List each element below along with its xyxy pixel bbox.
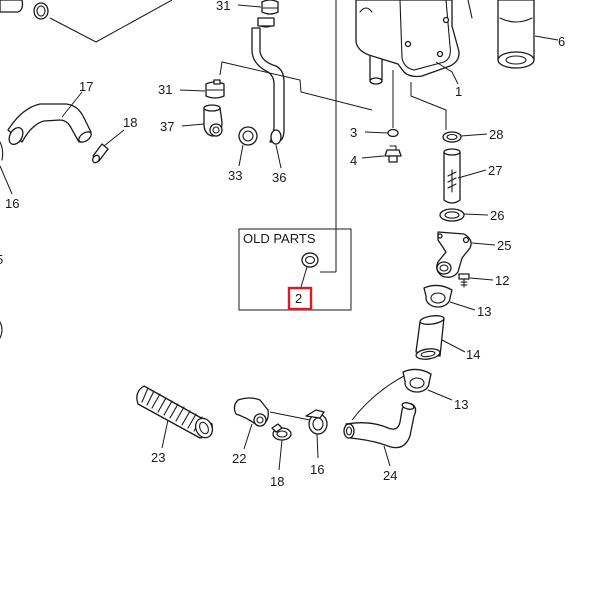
part-18-fitting-upper	[91, 143, 109, 164]
part-24-bent-hose	[343, 402, 417, 449]
leader-13-lower	[427, 389, 453, 401]
leader-17	[61, 91, 83, 118]
leader-23	[161, 419, 169, 449]
old-parts-box: OLD PARTS 2	[238, 228, 352, 311]
label-31-mid: 31	[158, 82, 172, 97]
leader-25	[471, 242, 496, 246]
part-36-hose	[251, 17, 285, 145]
label-4: 4	[350, 153, 357, 168]
leader-1-to-26	[410, 82, 447, 130]
leader-27	[457, 169, 487, 179]
part-31-clamp-mid	[205, 79, 225, 99]
part-18-clamp-lower	[271, 423, 292, 441]
leader-31-top	[237, 4, 262, 8]
leader-24	[383, 445, 391, 467]
label-18-lower: 18	[270, 474, 284, 489]
part-22-elbow	[233, 397, 269, 427]
highlight-part-2	[287, 286, 313, 311]
leader-3	[364, 131, 389, 134]
leader-31-mid	[179, 89, 206, 92]
leader-top-left	[49, 0, 173, 43]
leader-22-to-16	[269, 411, 311, 421]
label-37: 37	[160, 119, 174, 134]
label-33: 33	[228, 168, 242, 183]
leader-18-upper	[103, 129, 125, 147]
leader-26	[463, 213, 489, 216]
label-23: 23	[151, 450, 165, 465]
leader-18-lower	[278, 439, 283, 471]
label-16-lower: 16	[310, 462, 324, 477]
part-6-cylinder	[497, 0, 535, 69]
leader-22	[243, 423, 253, 450]
part-26-gasket	[439, 208, 465, 222]
part-2-ring	[301, 252, 319, 268]
label-edge-left: 5	[0, 252, 3, 267]
label-18-upper: 18	[123, 115, 137, 130]
leader-2	[300, 266, 308, 288]
label-26: 26	[490, 208, 504, 223]
label-6: 6	[558, 34, 565, 49]
leader-1	[435, 61, 459, 85]
leader-6	[534, 35, 559, 41]
part-16-clamp-lower	[305, 409, 328, 435]
label-31-top: 31	[216, 0, 230, 13]
edge-left-fragment	[0, 321, 3, 339]
label-17: 17	[79, 79, 93, 94]
label-36: 36	[272, 170, 286, 185]
label-3: 3	[350, 125, 357, 140]
part-25-elbow-housing	[436, 231, 472, 278]
part-27-strainer	[443, 148, 461, 204]
label-2: 2	[295, 291, 302, 306]
leader-curve-24	[351, 375, 405, 421]
label-13-lower: 13	[454, 397, 468, 412]
leader-36	[275, 144, 282, 169]
label-22: 22	[232, 451, 246, 466]
label-14: 14	[466, 347, 480, 362]
leader-14	[441, 339, 466, 353]
label-27: 27	[488, 163, 502, 178]
part-13-clamp-lower	[402, 368, 432, 393]
leader-4	[361, 155, 385, 159]
leader-16-left	[0, 165, 13, 195]
part-13-clamp-upper	[423, 284, 453, 308]
part-12-screw	[458, 273, 470, 288]
label-16-left: 16	[5, 196, 19, 211]
part-4-bolt	[384, 145, 402, 163]
part-33-ring	[238, 126, 258, 146]
label-1: 1	[455, 84, 462, 99]
label-24: 24	[383, 468, 397, 483]
leader-33	[238, 144, 244, 167]
part-14-hose	[415, 315, 445, 360]
leader-12	[469, 277, 494, 281]
part-17-elbow-hose	[0, 103, 92, 161]
leader-group-top	[219, 61, 373, 111]
part-3-oring	[387, 128, 399, 138]
label-13-upper: 13	[477, 304, 491, 319]
top-left-hose	[0, 0, 49, 20]
leader-28	[460, 133, 488, 137]
part-1-housing	[355, 0, 473, 85]
label-25: 25	[497, 238, 511, 253]
label-12: 12	[495, 273, 509, 288]
leader-13-upper	[449, 301, 476, 311]
part-31-clamp-top	[261, 0, 279, 15]
leader-37	[181, 123, 205, 127]
leader-16-lower	[316, 433, 319, 459]
old-parts-label: OLD PARTS	[243, 231, 316, 246]
label-28: 28	[489, 127, 503, 142]
part-23-corrugated-hose	[136, 385, 214, 439]
part-28-oring	[442, 131, 462, 143]
part-37-elbow	[203, 104, 223, 137]
